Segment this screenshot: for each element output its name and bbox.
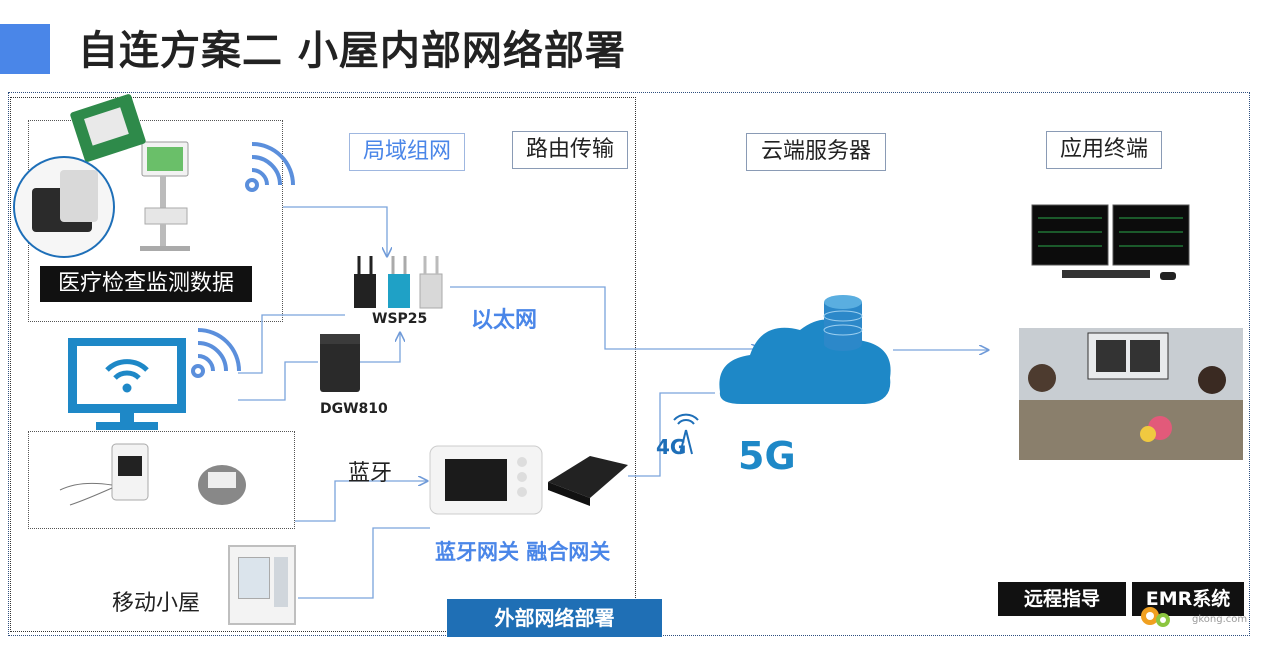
wifi-signal-icon-2 (191, 328, 241, 378)
link-gateway-to-cloud (628, 392, 715, 477)
wsp25-label: WSP25 (372, 311, 428, 327)
label-app-terminal: 应用终端 (1046, 131, 1162, 169)
gear-logo-icon (1141, 607, 1170, 627)
bluetooth-label: 蓝牙 (348, 461, 393, 486)
link-bluetooth (295, 481, 427, 522)
label-routing: 路由传输 (512, 131, 628, 169)
4g-antenna-icon (673, 413, 699, 455)
link-dgw810-to-wsp25 (360, 333, 400, 363)
title-accent-block (0, 24, 50, 74)
gateway-labels: 蓝牙网关 融合网关 (435, 540, 611, 564)
ethernet-label: 以太网 (471, 308, 538, 333)
cabin-panel (274, 557, 288, 607)
module-board-icon (70, 94, 146, 162)
dgw810-label: DGW810 (320, 401, 388, 417)
mobile-cabin-icon (228, 545, 296, 625)
cloud-icon (719, 319, 891, 404)
portable-device-group (28, 431, 295, 529)
cabin-door (238, 557, 270, 599)
internal-network-frame (10, 97, 636, 632)
wifi-signal-icon (245, 142, 295, 192)
label-lan: 局域组网 (349, 133, 465, 171)
database-icon (823, 295, 863, 351)
remote-guidance-button[interactable]: 远程指导 (998, 582, 1126, 616)
gateway-device-icon (13, 156, 115, 258)
meeting-room-photo (1019, 328, 1243, 460)
glucose-meter-icon (198, 465, 246, 505)
link-cabin-to-gateway (298, 527, 430, 599)
dgw810-device-icon (320, 334, 360, 392)
label-cloud-server: 云端服务器 (746, 133, 886, 171)
dual-monitor-icon (1031, 204, 1190, 280)
fusion-gateway-icon (548, 456, 628, 506)
medical-cart-icon (140, 141, 190, 251)
4g-label: 4G (656, 435, 687, 459)
wsp25-routers-icon (354, 256, 443, 309)
link-portable-to-dgw810 (238, 361, 318, 401)
mobile-cabin-label: 移动小屋 (112, 591, 201, 616)
bluetooth-gateway-icon (429, 445, 543, 515)
link-ethernet-to-cloud (450, 286, 760, 349)
external-network-button[interactable]: 外部网络部署 (447, 599, 662, 637)
5g-label: 5G (738, 434, 796, 478)
medical-data-caption: 医疗检查监测数据 (40, 266, 252, 302)
link-monitor-to-wsp25 (238, 314, 345, 374)
watermark-text: gkong.com (1192, 614, 1248, 625)
page-title: 自连方案二 小屋内部网络部署 (78, 28, 626, 74)
wifi-monitor-icon (68, 338, 186, 430)
link-medical-to-wsp25 (283, 206, 387, 256)
portable-monitor-icon (59, 443, 149, 506)
